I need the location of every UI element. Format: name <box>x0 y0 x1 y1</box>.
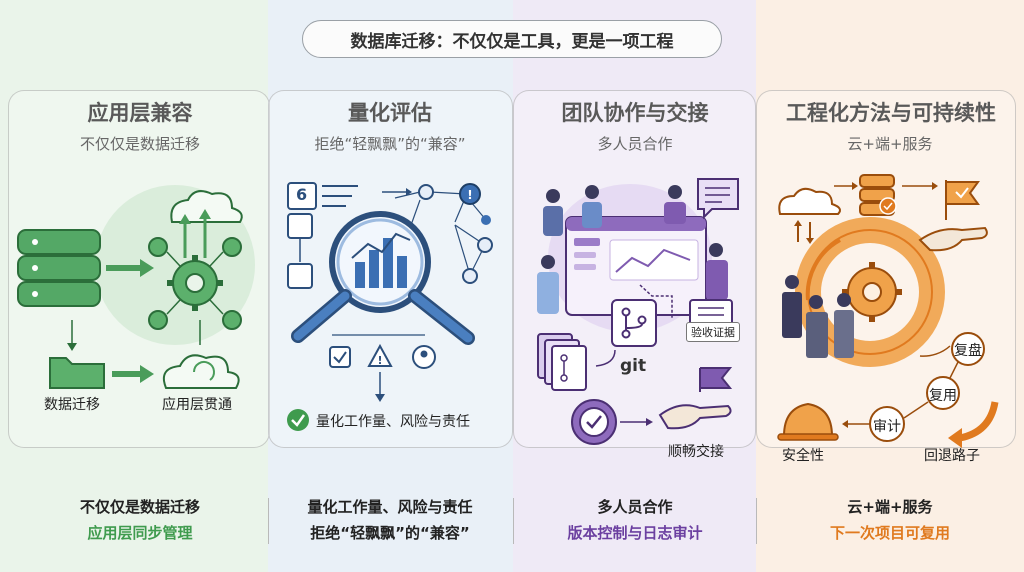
verified-badge-icon <box>571 399 617 445</box>
dashboard-window-icon <box>565 216 707 316</box>
column-2-summary-line2: 拒绝“轻飘飘”的“兼容” <box>310 524 470 542</box>
column-3-summary-line1: 多人员合作 <box>597 498 673 516</box>
column-4-summary-line1: 云+端+服务 <box>847 498 933 516</box>
rollback-arrow-icon <box>959 401 999 442</box>
safety-label: 安全性 <box>782 448 824 464</box>
divider-3 <box>756 498 757 544</box>
quantify-result-label: 量化工作量、风险与责任 <box>316 414 470 430</box>
column-4-summary-line2: 下一次项目可复用 <box>829 524 950 542</box>
column-1-title: 应用层兼容 <box>87 101 193 125</box>
column-1-summary-line2: 应用层同步管理 <box>87 524 193 542</box>
column-3-subtitle: 多人员合作 <box>597 135 673 153</box>
reuse-label: 复用 <box>929 388 957 404</box>
column-1-subtitle: 不仅仅是数据迁移 <box>79 135 200 153</box>
divider-2 <box>513 498 514 544</box>
documents-stack-icon <box>537 333 587 391</box>
rollback-label: 回退路子 <box>924 448 980 464</box>
magnifier-icon <box>291 211 475 345</box>
team-people-icon <box>537 185 728 314</box>
database-icon <box>17 229 101 307</box>
app-layer-label: 应用层贯通 <box>162 397 232 413</box>
svg-text:!: ! <box>377 354 382 367</box>
column-2-illustration: ! ! <box>287 182 493 431</box>
cycle-gear-icon <box>842 262 902 322</box>
column-4-title: 工程化方法与可持续性 <box>786 101 996 125</box>
main-gear-icon <box>167 255 223 311</box>
small-gears-icon <box>148 237 242 330</box>
divider-1 <box>268 498 269 544</box>
banner-title: 数据库迁移：不仅仅是工具，更是一项工程 <box>302 20 722 58</box>
folder-icon <box>49 357 105 389</box>
engineers-people-icon <box>782 275 854 358</box>
review-label: 复盘 <box>954 343 982 359</box>
safety-helmet-icon <box>782 402 834 437</box>
column-2-subtitle: 拒绝“轻飘飘”的“兼容” <box>314 135 466 153</box>
warning-icon <box>367 343 393 367</box>
metric-number: 6 <box>296 185 308 204</box>
green-check-icon <box>287 409 309 431</box>
svg-text:!: ! <box>467 188 472 202</box>
column-2-summary-line1: 量化工作量、风险与责任 <box>307 498 473 516</box>
column-4-subtitle: 云+端+服务 <box>847 135 933 153</box>
column-1-summary-line1: 不仅仅是数据迁移 <box>79 498 200 516</box>
person-node-icon <box>418 184 434 200</box>
column-3-illustration <box>537 178 739 445</box>
goal-flag-icon <box>945 180 980 220</box>
cloud-icon <box>170 190 243 223</box>
column-3-title: 团队协作与交接 <box>561 101 709 125</box>
column-4-illustration <box>777 174 999 448</box>
review-node-icon <box>951 332 985 366</box>
cloud-sync-icon <box>778 187 841 215</box>
acceptance-evidence-label: 验收证据 <box>686 322 740 342</box>
column-2-title: 量化评估 <box>348 101 432 125</box>
reuse-node-icon <box>926 376 960 410</box>
audit-label: 审计 <box>873 419 901 435</box>
sync-cloud-icon <box>162 354 240 389</box>
number-box-icon <box>287 182 317 210</box>
handover-flag-icon <box>699 367 733 392</box>
list-icon <box>287 263 313 289</box>
handover-label: 顺畅交接 <box>668 444 724 460</box>
warning-node-icon <box>459 183 481 205</box>
column-1-illustration <box>17 185 255 389</box>
data-migration-label: 数据迁移 <box>44 397 100 413</box>
chat-bubble-icon <box>697 178 739 220</box>
check-icon <box>329 346 351 368</box>
git-branch-icon <box>611 299 657 347</box>
git-label: git <box>620 356 647 376</box>
column-3-summary-line2: 版本控制与日志审计 <box>567 524 703 542</box>
checklist-icon <box>287 213 313 239</box>
